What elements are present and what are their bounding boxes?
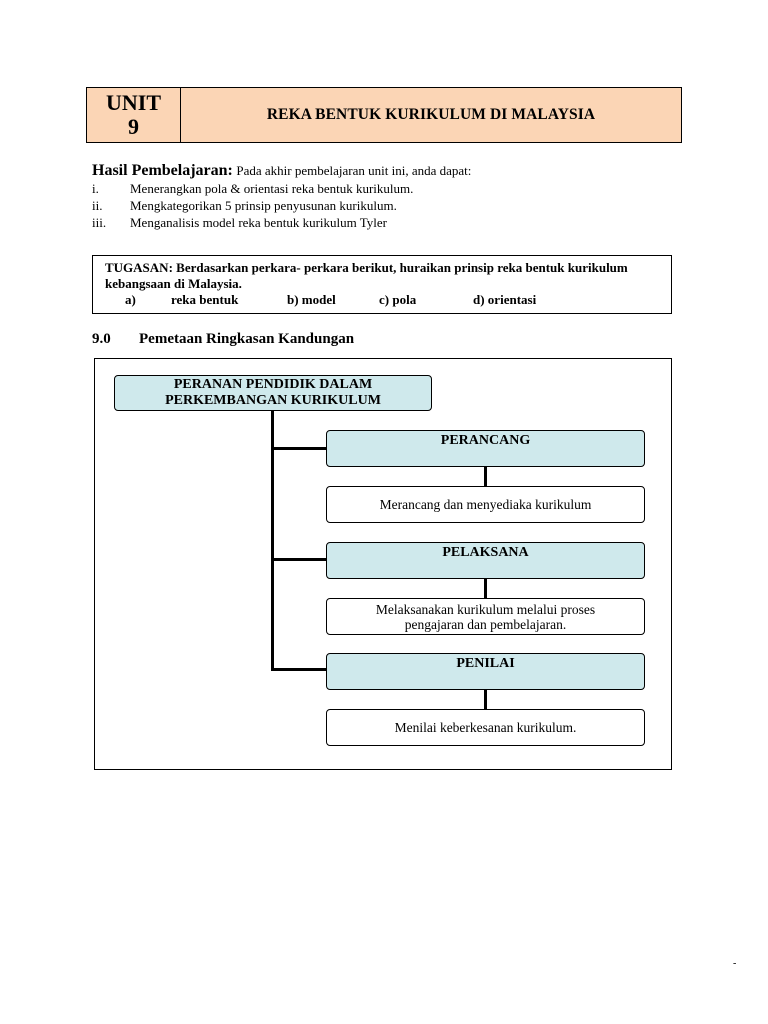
section-number: 9.0 — [92, 331, 111, 347]
task-option: d) orientasi — [473, 292, 537, 307]
role-description-line: pengajaran dan pembelajaran. — [404, 616, 567, 632]
role-desc-connector — [484, 690, 487, 709]
unit-title: REKA BENTUK KURIKULUM DI MALAYSIA — [266, 106, 596, 123]
section-heading: 9.0 Pemetaan Ringkasan Kandungan — [92, 331, 354, 348]
role-description-line: Melaksanakan kurikulum melalui proses — [375, 601, 596, 617]
concept-map-frame — [94, 358, 672, 770]
role-desc-connector — [484, 467, 487, 486]
task-option: reka bentuk — [171, 292, 239, 307]
role-description: Menilai keberkesanan kurikulum. — [326, 709, 645, 746]
outcome-item: i. Menerangkan pola & orientasi reka bent… — [92, 181, 413, 197]
section-title: Pemetaan Ringkasan Kandungan — [139, 331, 355, 347]
role-title: PELAKSANA — [442, 545, 529, 560]
page-mark: - — [733, 958, 737, 969]
outcomes-heading-label: Hasil Pembelajaran: — [92, 162, 233, 179]
outcome-number: i. — [92, 181, 99, 196]
outcomes-heading: Hasil Pembelajaran: Pada akhir pembelaja… — [92, 162, 471, 180]
outcomes-intro: Pada akhir pembelajaran unit ini, anda d… — [236, 163, 472, 178]
task-options: a) reka bentuk b) model c) pola d) orien… — [105, 292, 661, 308]
outcome-text: Mengkategorikan 5 prinsip penyusunan kur… — [130, 198, 397, 213]
outcome-item: ii. Mengkategorikan 5 prinsip penyusunan … — [92, 198, 397, 214]
unit-label: UNIT — [105, 90, 161, 115]
role-description: Melaksanakan kurikulum melalui proses pe… — [326, 598, 645, 635]
task-option: c) pola — [379, 292, 417, 307]
branch-connector — [271, 558, 327, 561]
branch-connector — [271, 668, 327, 671]
unit-number: 9 — [128, 114, 139, 139]
task-option: a) — [125, 292, 136, 307]
task-option: b) model — [287, 292, 336, 307]
root-title-line: PERANAN PENDIDIK DALAM — [173, 377, 373, 392]
root-title-line: PERKEMBANGAN KURIKULUM — [165, 393, 381, 408]
branch-connector — [271, 447, 327, 450]
outcome-number: iii. — [92, 215, 107, 230]
outcome-item: iii. Menganalisis model reka bentuk kurik… — [92, 215, 387, 231]
outcome-number: ii. — [92, 198, 103, 213]
concept-map-root: PERANAN PENDIDIK DALAM PERKEMBANGAN KURI… — [114, 375, 432, 411]
unit-number-cell: UNIT 9 — [87, 88, 181, 142]
role-title: PENILAI — [456, 656, 515, 671]
role-title: PERANCANG — [440, 433, 531, 448]
unit-header-table: UNIT 9 REKA BENTUK KURIKULUM DI MALAYSIA — [86, 87, 682, 143]
role-box: PENILAI — [326, 653, 645, 690]
outcome-text: Menerangkan pola & orientasi reka bentuk… — [130, 181, 414, 196]
role-desc-connector — [484, 579, 487, 598]
trunk-connector — [271, 411, 274, 670]
role-description: Merancang dan menyediaka kurikulum — [326, 486, 645, 523]
role-box: PERANCANG — [326, 430, 645, 467]
role-description-line: Merancang dan menyediaka kurikulum — [379, 497, 592, 512]
task-text: TUGASAN: Berdasarkan perkara- perkara be… — [105, 260, 628, 291]
role-box: PELAKSANA — [326, 542, 645, 579]
task-box: TUGASAN: Berdasarkan perkara- perkara be… — [92, 255, 672, 314]
role-description-line: Menilai keberkesanan kurikulum. — [394, 720, 577, 735]
outcome-text: Menganalisis model reka bentuk kurikulum… — [130, 215, 387, 230]
